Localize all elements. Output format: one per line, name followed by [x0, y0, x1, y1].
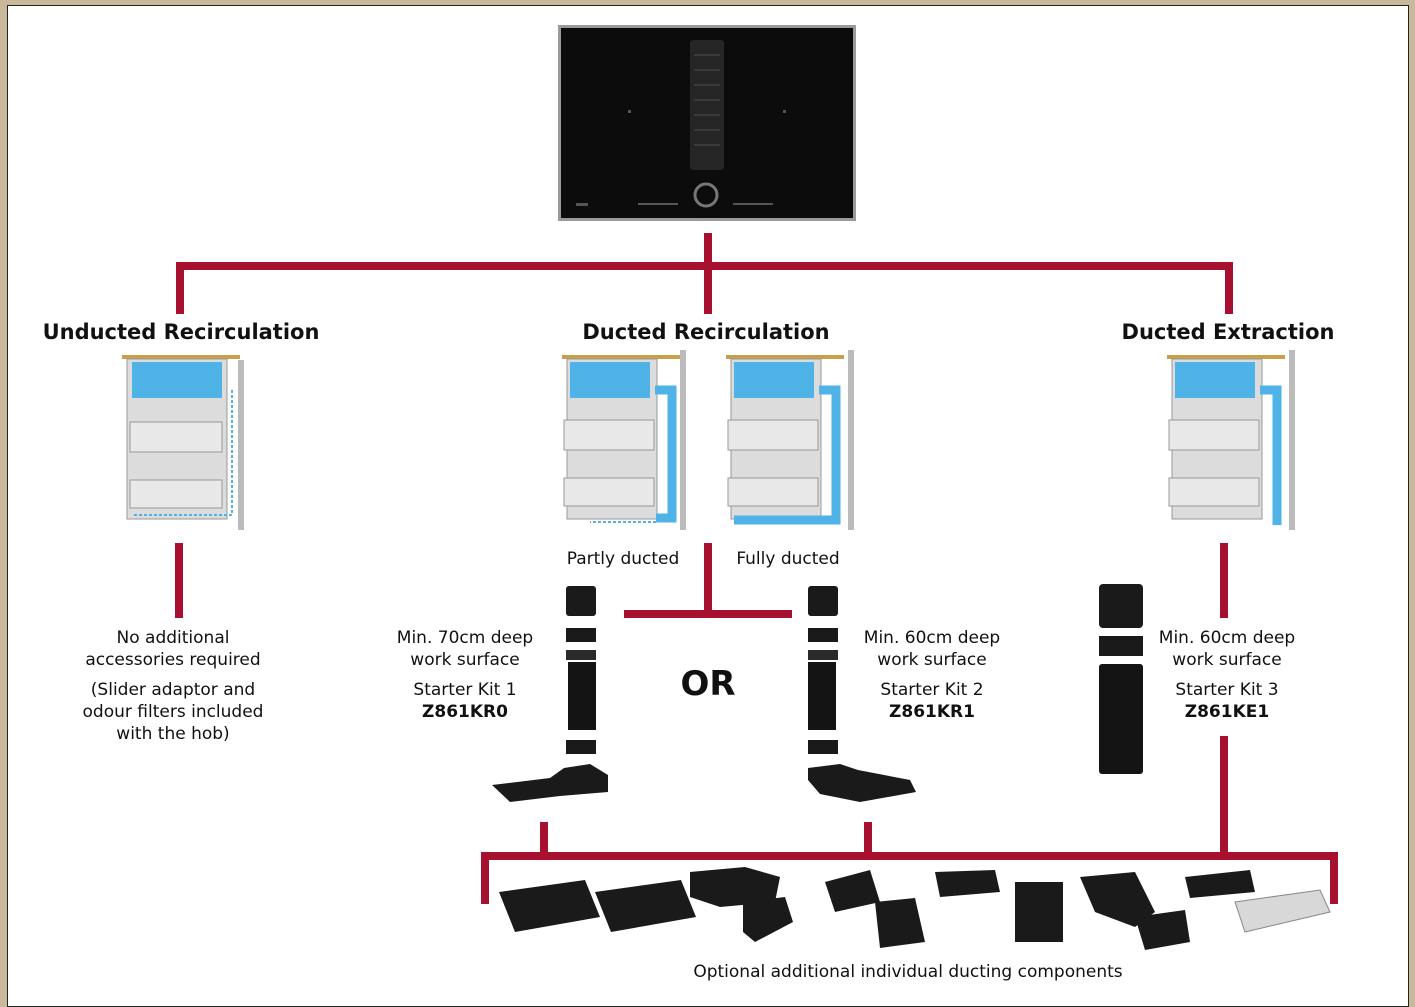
starter-kit-1-ducting [492, 586, 608, 802]
starter-kit-2-ducting [808, 586, 916, 802]
kit3-info: Min. 60cm deep work surface Starter Kit … [1159, 627, 1295, 723]
connector-line [704, 262, 712, 314]
surface-line: Min. 60cm deep [863, 628, 1001, 648]
fully-ducted-label: Fully ducted [736, 549, 840, 569]
heading-ducted-extraction: Ducted Extraction [1121, 320, 1335, 344]
optional-ducting-components [499, 867, 1331, 950]
kit-code: Z861KE1 [1184, 702, 1270, 722]
surface-line: Min. 60cm deep [1158, 628, 1296, 648]
note-line: No additional [116, 628, 230, 648]
surface-line: work surface [1172, 650, 1282, 670]
optional-components-label: Optional additional individual ducting c… [693, 962, 1123, 982]
note-line: (Slider adaptor and [90, 680, 256, 700]
cabinet-partly-ducted-illustration [562, 350, 686, 530]
starter-kit-3-ducting [1099, 584, 1143, 774]
note-line: accessories required [85, 650, 261, 670]
connector-line [481, 852, 1338, 860]
unducted-note: No additional accessories required (Slid… [83, 627, 264, 745]
kit-name: Starter Kit 3 [1175, 680, 1279, 700]
connector-line [175, 543, 183, 618]
partly-ducted-label: Partly ducted [566, 549, 680, 569]
cabinet-extraction-illustration [1167, 350, 1295, 530]
kit-code: Z861KR1 [889, 702, 975, 722]
note-line: odour filters included [82, 702, 264, 722]
kit-name: Starter Kit 1 [413, 680, 517, 700]
connector-line [704, 543, 712, 618]
connector-line [176, 262, 184, 314]
cabinet-fully-ducted-illustration [726, 350, 854, 530]
kit2-info: Min. 60cm deep work surface Starter Kit … [864, 627, 1000, 723]
surface-line: work surface [410, 650, 520, 670]
surface-line: work surface [877, 650, 987, 670]
heading-ducted-recirculation: Ducted Recirculation [582, 320, 830, 344]
kit-code: Z861KR0 [422, 702, 508, 722]
or-label: OR [680, 664, 736, 704]
connector-line [704, 233, 712, 266]
connector-line [1225, 262, 1233, 314]
heading-unducted: Unducted Recirculation [42, 320, 320, 344]
hob-image [558, 25, 856, 221]
kit1-info: Min. 70cm deep work surface Starter Kit … [397, 627, 533, 723]
cabinet-unducted-illustration [122, 355, 244, 530]
connector-line [1220, 736, 1228, 856]
connector-line [864, 822, 872, 856]
connector-line [1220, 543, 1228, 618]
kit-name: Starter Kit 2 [880, 680, 984, 700]
connector-line [1330, 852, 1338, 904]
surface-line: Min. 70cm deep [396, 628, 534, 648]
connector-line [540, 822, 548, 856]
connector-line [624, 610, 792, 618]
connector-line [481, 852, 489, 904]
note-line: with the hob) [116, 724, 230, 744]
